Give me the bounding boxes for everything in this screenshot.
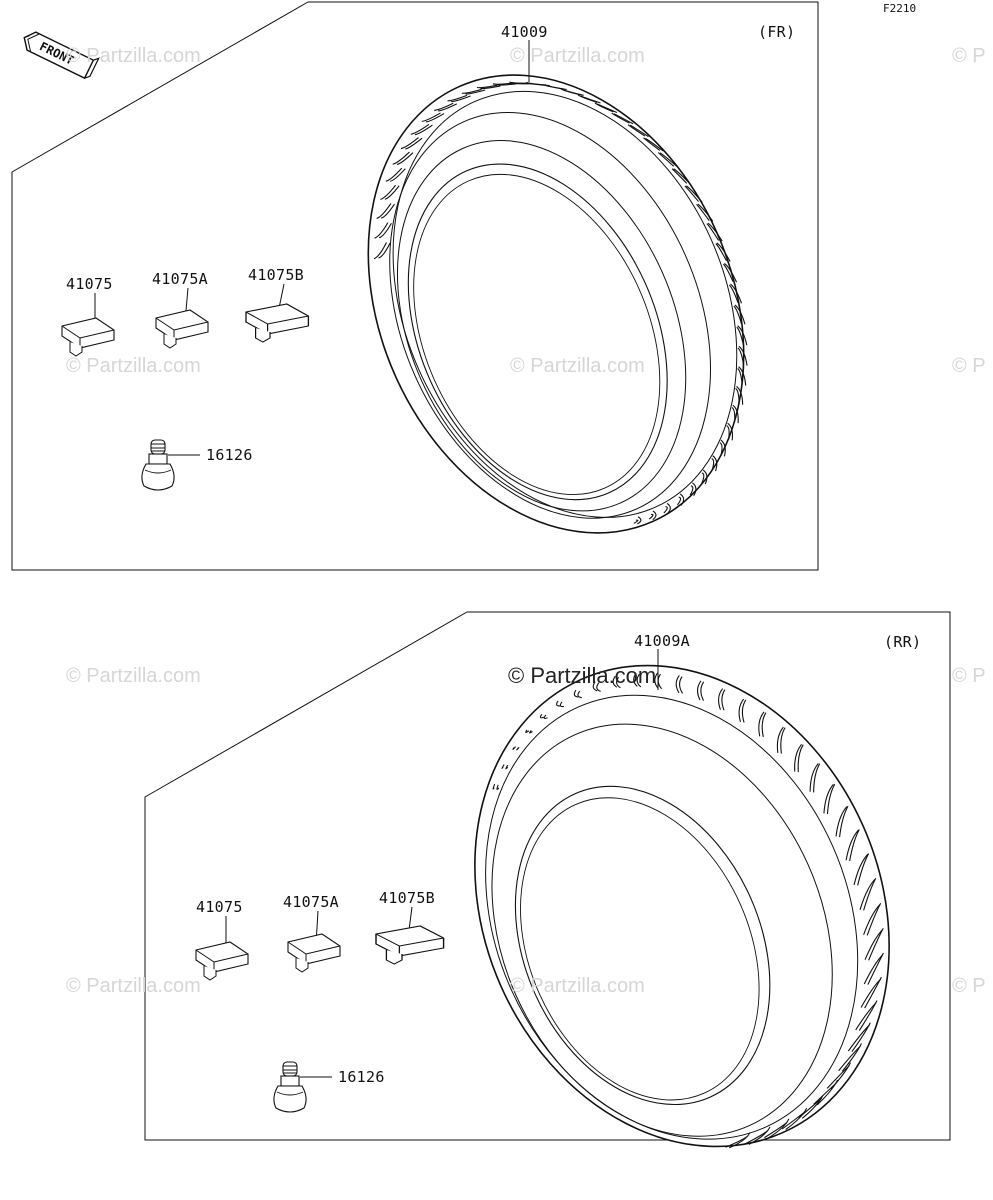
rear-weight-label-1: 41075 xyxy=(196,898,243,916)
front-panel-frame xyxy=(11,1,819,571)
rear-panel-frame xyxy=(144,611,951,1141)
front-valve-label: 16126 xyxy=(206,446,253,464)
watermark-edge: © P xyxy=(952,355,986,377)
rear-tire-label: 41009A xyxy=(634,632,690,650)
front-weight-label-1: 41075 xyxy=(66,275,113,293)
diagram-code: F2210 xyxy=(883,2,916,15)
rear-weight-41075b-icon xyxy=(375,925,445,965)
watermark-edge: © P xyxy=(952,665,986,687)
front-weight-41075b-icon xyxy=(245,303,310,343)
rear-position-tag: (RR) xyxy=(884,633,921,651)
front-weight-label-3: 41075B xyxy=(248,266,304,284)
watermark: © Partzilla.com xyxy=(510,975,645,997)
front-weight-41075-icon xyxy=(61,317,115,357)
rear-valve-label: 16126 xyxy=(338,1068,385,1086)
front-weight-41075a-icon xyxy=(155,309,209,349)
watermark: © Partzilla.com xyxy=(510,355,645,377)
rear-weight-41075a-icon xyxy=(287,933,341,973)
front-tire-label: 41009 xyxy=(501,23,548,41)
rear-tire xyxy=(474,664,890,1149)
watermark: © Partzilla.com xyxy=(66,975,201,997)
watermarks: © Partzilla.com © Partzilla.com © P © Pa… xyxy=(66,45,986,997)
front-tire xyxy=(367,74,748,534)
rear-valve-icon xyxy=(273,1061,307,1113)
watermark: © Partzilla.com xyxy=(510,45,645,67)
watermark: © Partzilla.com xyxy=(66,45,201,67)
front-position-tag: (FR) xyxy=(758,23,795,41)
watermark-strong: © Partzilla.com xyxy=(508,663,656,688)
watermark: © Partzilla.com xyxy=(66,355,201,377)
rear-panel: (RR) 41009A 41075 41075A 41075B 16126 xyxy=(144,611,951,1149)
front-panel: (FR) 41009 41075 41075A 41075B 16126 xyxy=(11,1,819,571)
rear-weight-label-3: 41075B xyxy=(379,889,435,907)
rear-weight-41075-icon xyxy=(195,941,249,981)
front-valve-icon xyxy=(141,439,175,491)
rear-weight-label-2: 41075A xyxy=(283,893,339,911)
front-weight-label-2: 41075A xyxy=(152,270,208,288)
watermark-edge: © P xyxy=(952,975,986,997)
watermark: © Partzilla.com xyxy=(66,665,201,687)
watermark-edge: © P xyxy=(952,45,986,67)
